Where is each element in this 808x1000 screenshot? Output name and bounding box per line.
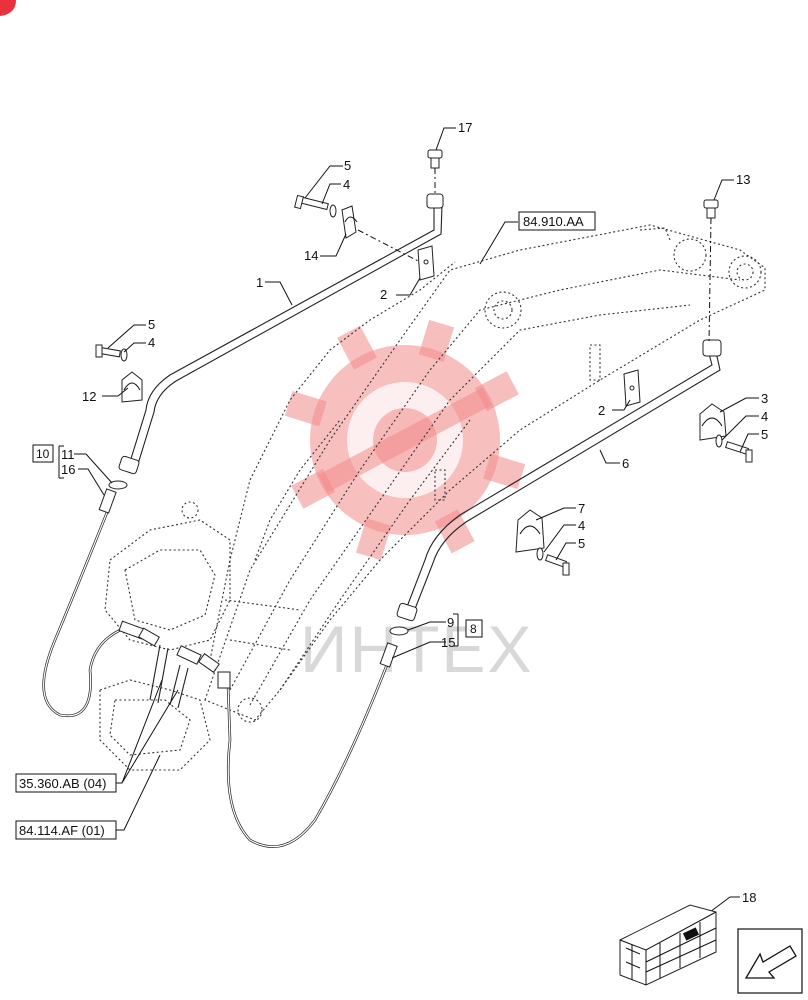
alignment-lines (357, 168, 712, 343)
elbow-fitting-icon (426, 193, 444, 209)
callout-4b: 4 (148, 335, 155, 350)
callout-2b: 2 (598, 403, 605, 418)
callout-5b: 5 (148, 317, 155, 332)
corner-marker-icon (0, 0, 16, 16)
callout-4a: 4 (343, 177, 350, 192)
callout-4c: 4 (761, 409, 768, 424)
clamp-12-icon (121, 371, 143, 403)
callout-9: 9 (447, 615, 454, 630)
plug-17-icon (427, 149, 443, 169)
reference-boom-text[interactable]: 84.910.AA (523, 214, 584, 229)
reference-box-valve[interactable]: 35.360.AB (04) (15, 773, 117, 793)
reference-box-frame[interactable]: 84.114.AF (01) (15, 820, 117, 840)
reference-frame-text[interactable]: 84.114.AF (01) (19, 823, 105, 838)
callout-14: 14 (304, 248, 318, 263)
hose-16 (42, 488, 127, 718)
hose-end-fitting-icon (98, 488, 117, 514)
pipe-6 (396, 339, 722, 622)
valve-fittings (118, 620, 231, 709)
callout-18: 18 (742, 890, 756, 905)
bolt-washer-right-icon (715, 434, 753, 463)
callout-17: 17 (458, 120, 472, 135)
kit-box-8: 8 (465, 619, 483, 638)
hose-end-fitting-icon (379, 642, 398, 668)
elbow-fitting-icon (702, 339, 722, 357)
callout-labels: 17 13 5 4 14 1 2 5 4 12 2 3 4 5 6 7 4 5 … (61, 120, 768, 905)
watermark-gear-icon (284, 319, 526, 561)
callout-1: 1 (256, 275, 263, 290)
plug-13-icon (703, 199, 719, 219)
clamp-3-icon (699, 403, 727, 441)
clip-2-lower-icon (623, 369, 641, 407)
callout-15: 15 (441, 635, 455, 650)
reference-box-boom[interactable]: 84.910.AA (518, 211, 596, 231)
callout-5c: 5 (761, 427, 768, 442)
kit-8-label: 8 (470, 622, 477, 636)
reference-valve-text[interactable]: 35.360.AB (04) (19, 776, 106, 791)
kit-10-label: 10 (36, 447, 50, 461)
pipe-1 (118, 193, 444, 475)
next-page-arrow-icon[interactable] (737, 928, 803, 994)
clamp-7-icon (515, 509, 545, 553)
callout-6: 6 (622, 456, 629, 471)
crate-18-icon (619, 904, 717, 986)
callout-5a: 5 (344, 158, 351, 173)
callout-16: 16 (61, 462, 75, 477)
watermark-text: ИНТЕХ (300, 612, 533, 686)
callout-7: 7 (578, 501, 585, 516)
boom-outline (99, 224, 766, 771)
bolt-washer-left-icon (95, 344, 128, 362)
callout-12: 12 (82, 389, 96, 404)
leader-lines (58, 127, 759, 916)
callout-11: 11 (61, 447, 75, 462)
o-ring-9-icon (389, 626, 409, 636)
callout-5d: 5 (578, 536, 585, 551)
bolt-washer-mid-icon (536, 547, 570, 576)
nut-fitting-icon (396, 602, 418, 622)
callout-3: 3 (761, 391, 768, 406)
clamp-14-icon (341, 205, 358, 239)
clip-2-upper-icon (417, 245, 435, 281)
kit-box-10: 10 (32, 444, 54, 463)
callout-4d: 4 (578, 518, 585, 533)
callout-13: 13 (736, 172, 750, 187)
hose-15 (226, 642, 398, 848)
bolt-washer-upper-icon (294, 194, 337, 218)
callout-2a: 2 (380, 287, 387, 302)
o-ring-11-icon (108, 480, 128, 490)
nut-fitting-icon (118, 455, 140, 475)
